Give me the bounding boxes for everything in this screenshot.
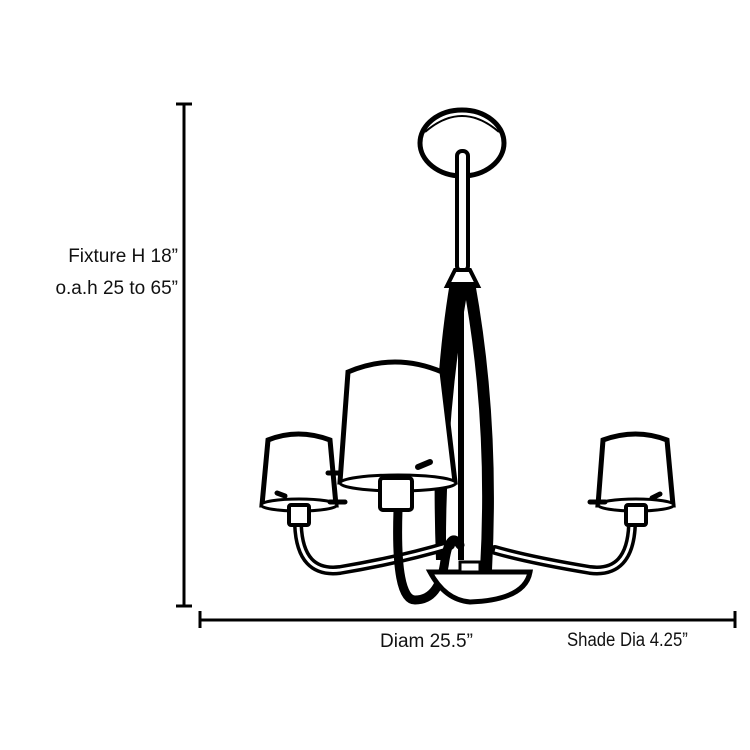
diameter-dimension-line (198, 611, 737, 628)
bottom-bowl (425, 560, 533, 605)
diameter-label: Diam 25.5” (380, 631, 473, 652)
left-lamp-shade (259, 431, 351, 527)
right-lamp-shade (587, 431, 676, 527)
center-frame (434, 282, 494, 570)
center-lamp-shade (337, 359, 458, 512)
shade-diameter-label: Shade Dia 4.25” (567, 630, 688, 651)
right-arm (490, 520, 637, 576)
fixture-height-label: Fixture H 18” (68, 246, 178, 267)
downrod (443, 149, 482, 288)
center-arm (393, 505, 465, 605)
right-arm-inner (494, 524, 634, 572)
left-arm-inner (296, 524, 451, 572)
height-dimension-line (176, 102, 192, 608)
overall-height-label: o.a.h 25 to 65” (55, 278, 178, 299)
